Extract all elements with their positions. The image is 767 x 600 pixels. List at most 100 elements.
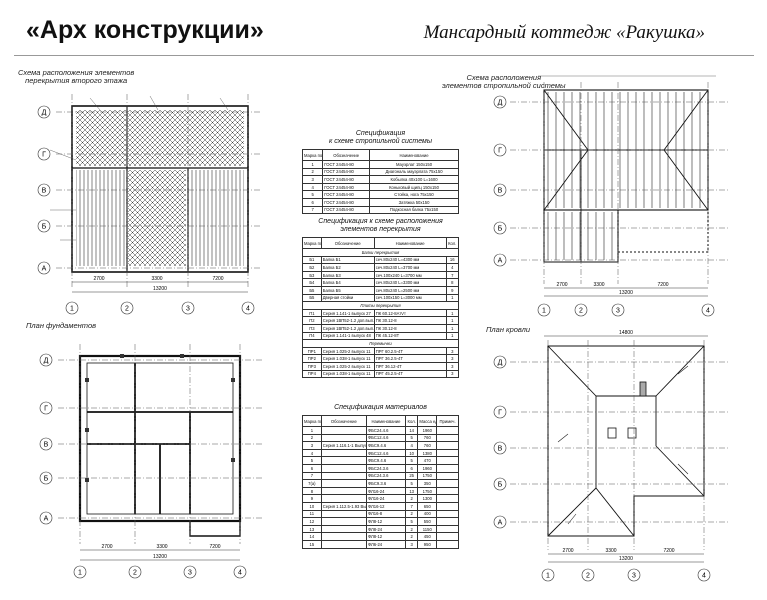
roof-axis-v: В [498,446,503,453]
table-cell: ФБС24.4.6 [365,426,406,435]
table-cell: ПРГ 36.12-4Т [373,361,447,371]
table-cell [320,471,367,481]
table-cell: ФБС24.3.6 [365,463,406,473]
table-cell: 3 [301,175,324,184]
rafter-dim-2: 3300 [593,282,604,288]
foundation-dim-1: 2700 [101,544,112,550]
roof-axis-a: А [498,520,503,527]
table-cell: ФБС9.4.6 [365,456,406,465]
table-cell [436,471,459,481]
table-cell: Серия 1.038-1 выпуск 11 [320,369,375,379]
table-cell [436,426,459,435]
table-cell: Серия 1.141-1 выпуск 27 [320,308,375,318]
table-cell: 1750 [417,471,438,481]
table-cell: 16 [445,255,459,265]
brand-title: «Арх конструкции» [26,16,264,44]
table-cell: Балка Б4 [320,278,375,287]
table-cell: П3 [302,323,322,333]
spec-rafters: Спецификация к схеме стропильной системы… [301,130,459,215]
roof-dim-total: 13200 [619,556,633,562]
table-cell: Серия 1.112.5-1.93 Выпуск 1-1.2 [320,501,367,511]
table-cell: ФБС12.4.6 [365,433,406,443]
table-cell [436,509,459,519]
table-cell: 7 [302,471,322,481]
roof-axis-d: Д [498,360,503,367]
table-cell: 760 [417,441,438,450]
table-cell: Стойка, нога 75х150 [369,190,459,199]
floor-dim-2: 3300 [151,276,162,282]
table-cell: 5 [404,479,419,488]
table-cell [436,486,459,496]
table-cell [436,463,459,473]
table-cell: ФЛ8-12 [365,532,406,541]
table-cell: ПРГ 60.2.5-4Т [373,346,447,356]
rafter-axis-3: 3 [616,308,620,315]
table-cell: 8 [445,278,459,287]
table-cell: 3 [404,539,419,549]
spec-materials-table: Марка поз.ОбозначениеНаименованиеКол.Мас… [302,415,459,549]
table-cell: 1750 [417,486,438,496]
table-cell: П2 [302,316,322,325]
foundation-axis-3: 3 [188,570,192,577]
foundation-caption: План фундаментов [26,321,97,330]
roof-drawing: 14800 [488,324,748,586]
table-cell: Подкосная балка 75х150 [369,205,459,215]
floor-framing-drawing: 2700 3300 7200 13200 1 2 3 4 Д Г В Б А [30,90,280,320]
table-cell: ПК 45.12-8Т [373,331,447,341]
table-cell: 2 [301,167,324,177]
floor-dim-1: 2700 [93,276,104,282]
table-cell [436,501,459,511]
table-cell: ФБС24.3.6 [365,471,406,481]
rafter-axis-d: Д [498,100,503,107]
table-cell: 7 [404,501,419,511]
table-cell: ФБС12.4.6 [365,448,406,458]
table-cell [320,479,367,488]
table-header-cell: Кол. [445,237,459,249]
table-section-row: Плиты перекрытия [302,301,459,310]
roof-axis-b: Б [498,482,503,489]
table-cell: Балка Б5 [320,285,375,295]
table-cell: Б4 [302,278,322,287]
table-cell: ФЛ16-12 [365,501,406,511]
table-cell: ГОСТ 24454-80 [322,190,371,199]
floor-framing-caption: Схема расположения элементов перекрытия … [18,68,135,85]
table-cell: сеч.80х240 L=3700 мм [373,263,447,272]
table-cell: Серия 1.025-2 выпуск 11 [320,361,375,371]
table-cell: Диагональ мауэрлата 75х150 [369,167,459,177]
floor-dim-total: 13200 [153,286,167,292]
roof-dim-1: 2700 [562,548,573,554]
roof-dim-2: 3300 [605,548,616,554]
rafter-dim-1: 2700 [556,282,567,288]
table-cell: Серия 1.116.1-1 Выпуск 1/96 [320,441,367,450]
table-header-cell: Масса ед. кг [417,415,438,427]
table-cell: ГОСТ 24454-80 [322,205,371,215]
floor-axis-g: Г [42,152,46,159]
table-header-cell: Обозначение [322,149,371,161]
table-cell: сеч.80х240 L=2500 мм [373,285,447,295]
table-cell: 400 [417,509,438,519]
foundation-drawing: 2700 3300 7200 13200 1 2 3 4 Д Г В Б А [30,338,280,583]
table-header-cell: Наименование [365,415,406,427]
foundation-dim-2: 3300 [156,544,167,550]
table-cell: 550 [417,517,438,526]
table-cell: ГОСТ 24454-80 [322,182,371,192]
table-cell: 1 [445,308,459,318]
table-cell [320,426,367,435]
table-cell: Затяжка 50х150 [369,197,459,207]
table-cell: 8 [302,486,322,496]
foundation-axis-4: 4 [238,570,242,577]
floor-axis-1: 1 [70,306,74,313]
rafter-axis-g: Г [498,148,502,155]
